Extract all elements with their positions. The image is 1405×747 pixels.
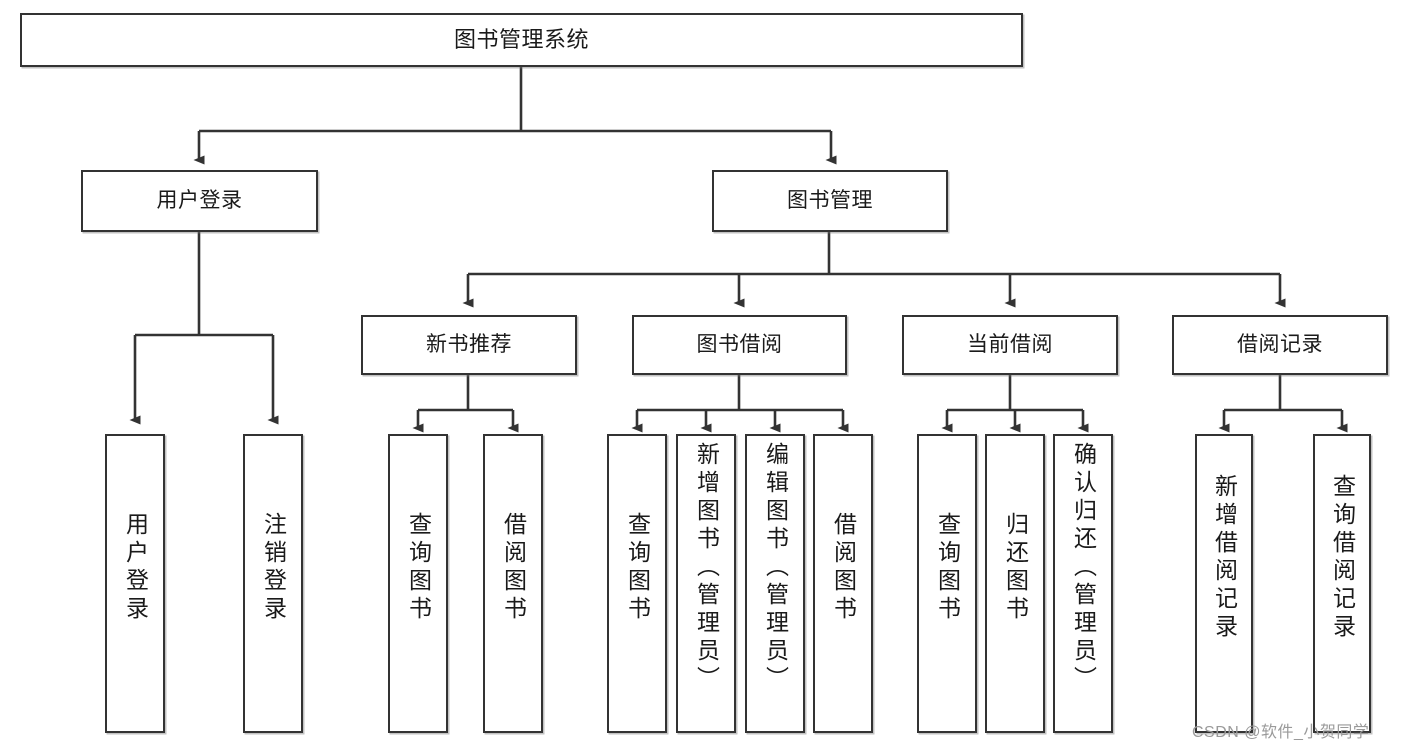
node-label: 借阅记录 (1237, 332, 1323, 356)
node-label: 查询借阅记录 (1329, 474, 1356, 642)
leaf-borrow-edit-book-admin[interactable]: 编辑图书（管理员） (745, 434, 805, 733)
leaf-record-query-borrow-record[interactable]: 查询借阅记录 (1313, 434, 1371, 733)
node-user-login[interactable]: 用户登录 (81, 170, 318, 232)
node-label: 图书管理 (787, 188, 873, 212)
leaf-borrow-borrow-books[interactable]: 借阅图书 (813, 434, 873, 733)
node-new-book-recommendation[interactable]: 新书推荐 (361, 315, 577, 375)
node-label: 编辑图书（管理员） (762, 442, 789, 694)
node-label: 当前借阅 (967, 332, 1053, 356)
csdn-watermark: CSDN @软件_小贺同学 (1192, 724, 1370, 741)
node-label: 确认归还（管理员） (1070, 442, 1097, 694)
node-label: 查询图书 (624, 512, 651, 624)
node-current-borrowing[interactable]: 当前借阅 (902, 315, 1118, 375)
node-book-management-system[interactable]: 图书管理系统 (20, 13, 1023, 67)
leaf-new-book-borrow-books[interactable]: 借阅图书 (483, 434, 543, 733)
node-borrowing-record[interactable]: 借阅记录 (1172, 315, 1388, 375)
node-label: 图书借阅 (696, 332, 783, 356)
leaf-borrow-add-book-admin[interactable]: 新增图书（管理员） (676, 434, 736, 733)
node-label: 用户登录 (156, 188, 243, 212)
node-label: 查询图书 (934, 512, 961, 624)
node-label: 归还图书 (1002, 512, 1029, 624)
node-label: 借阅图书 (500, 512, 527, 624)
leaf-current-query-books[interactable]: 查询图书 (917, 434, 977, 733)
node-label: 借阅图书 (830, 512, 857, 624)
leaf-record-add-borrow-record[interactable]: 新增借阅记录 (1195, 434, 1253, 733)
node-label: 图书管理系统 (453, 27, 589, 53)
node-book-borrowing[interactable]: 图书借阅 (632, 315, 847, 375)
leaf-new-book-query-books[interactable]: 查询图书 (388, 434, 448, 733)
node-label: 新增图书（管理员） (693, 442, 720, 694)
node-label: 新书推荐 (426, 332, 512, 356)
leaf-current-return-books[interactable]: 归还图书 (985, 434, 1045, 733)
node-label: 查询图书 (405, 512, 432, 624)
node-label: 用户登录 (122, 512, 149, 624)
node-book-management[interactable]: 图书管理 (712, 170, 948, 232)
node-label: 注销登录 (260, 512, 287, 624)
leaf-current-confirm-return-admin[interactable]: 确认归还（管理员） (1053, 434, 1113, 733)
leaf-user-login-login[interactable]: 用户登录 (105, 434, 165, 733)
leaf-user-login-logout[interactable]: 注销登录 (243, 434, 303, 733)
leaf-borrow-query-books[interactable]: 查询图书 (607, 434, 667, 733)
node-label: 新增借阅记录 (1211, 474, 1238, 642)
